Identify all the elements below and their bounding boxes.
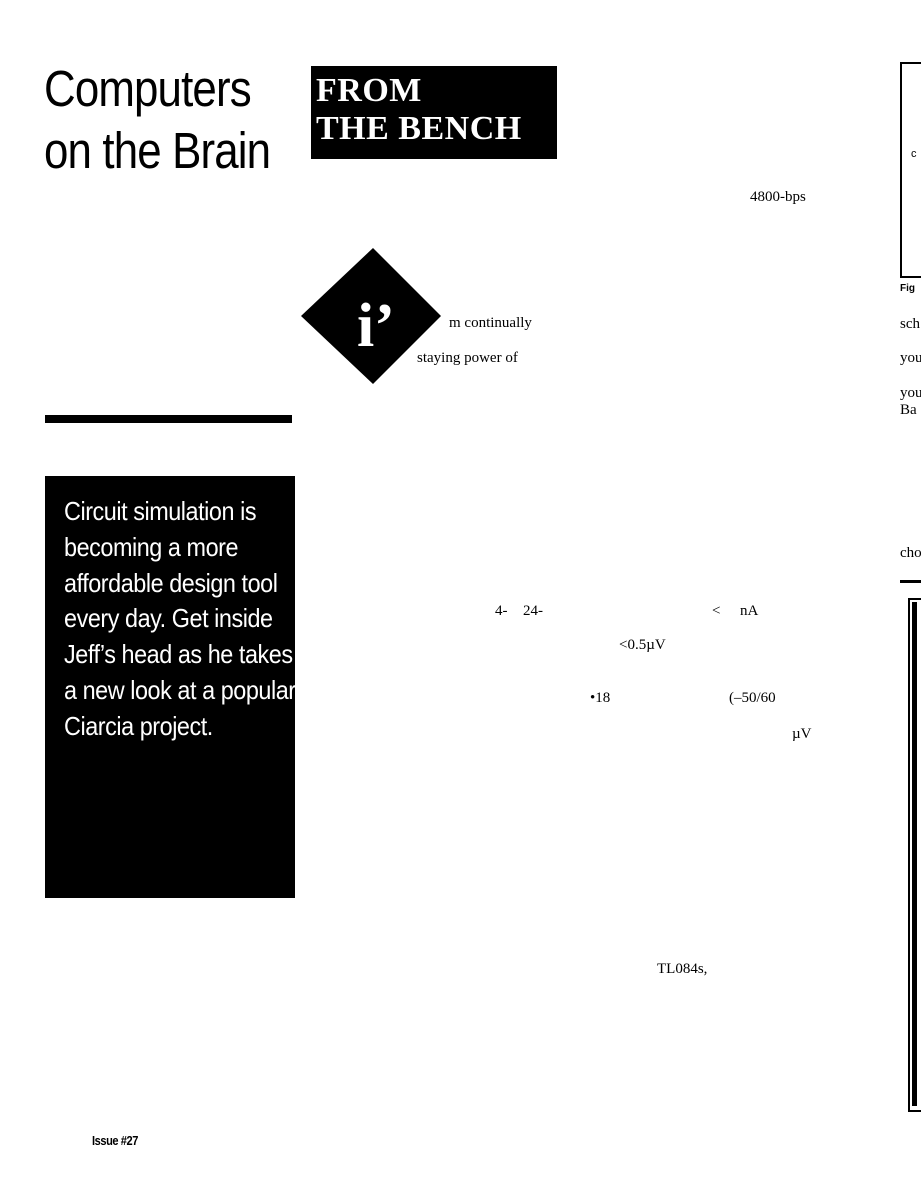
- right-fragment-sch: sch: [900, 316, 920, 332]
- body-fragment-staying: staying power of: [417, 350, 518, 366]
- right-fragment-cho: cho: [900, 545, 921, 561]
- body-fragment-eighteen: •18: [590, 690, 611, 706]
- callout-box: Circuit simulation is becoming a more af…: [45, 476, 296, 898]
- title-line-1: Computers: [44, 60, 252, 117]
- column-banner-line-2: THE BENCH: [316, 110, 522, 147]
- right-rule: [900, 580, 921, 583]
- drop-cap-diamond: i’: [301, 248, 441, 384]
- body-fragment-bps: 4800-bps: [750, 189, 806, 205]
- right-fragment-you-1: you: [900, 350, 921, 366]
- diamond-shape: [301, 248, 441, 384]
- body-fragment-nanoamps: nA: [740, 603, 759, 619]
- body-fragment-continually: m continually: [449, 315, 532, 331]
- callout-text: Circuit simulation is becoming a more af…: [64, 496, 296, 741]
- issue-number: Issue #27: [92, 1133, 138, 1148]
- column-banner: FROM THE BENCH: [311, 66, 557, 159]
- figure-caption-fragment: Fig: [900, 283, 915, 294]
- figure-frame-top: [900, 62, 921, 278]
- body-fragment-twentyfour: 24-: [523, 603, 543, 619]
- section-rule: [45, 415, 292, 423]
- body-fragment-less-than: <: [712, 603, 721, 619]
- figure-fragment-c: c: [911, 148, 917, 160]
- body-fragment-four: 4-: [495, 603, 508, 619]
- column-banner-line-1: FROM: [316, 72, 422, 109]
- body-fragment-microvolts: <0.5µV: [619, 637, 666, 653]
- right-fragment-you-2: you: [900, 385, 921, 401]
- body-fragment-range: (–50/60: [729, 690, 776, 706]
- article-title: Computers on the Brain: [44, 58, 271, 182]
- figure-frame-bottom-bar: [912, 602, 917, 1106]
- drop-cap-letter: i’: [357, 292, 395, 360]
- title-line-2: on the Brain: [44, 122, 271, 179]
- body-fragment-uv: µV: [792, 726, 812, 742]
- figure-frame-bottom-outer: [908, 598, 921, 1112]
- body-fragment-opamps: TL084s,: [657, 961, 708, 977]
- right-fragment-ba: Ba: [900, 402, 917, 418]
